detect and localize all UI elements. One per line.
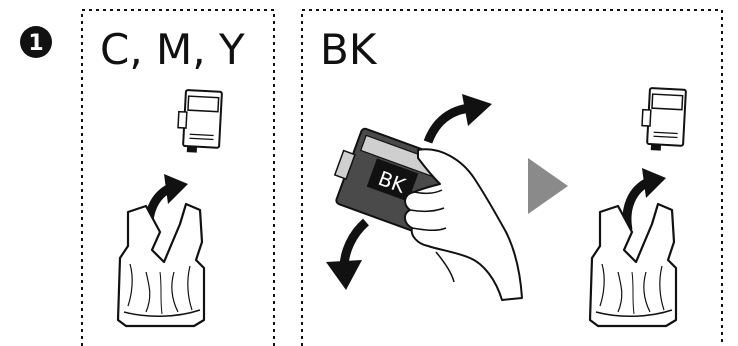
panel-cmy: C, M, Y (82, 10, 274, 346)
step-badge: 1 (20, 26, 52, 58)
panel-bk-label: BK (320, 25, 378, 74)
step-number: 1 (28, 31, 43, 56)
packaging-bag-icon (118, 204, 204, 326)
hand-holding-cartridge: BK (326, 124, 522, 300)
shake-arrow-up-icon (428, 94, 492, 142)
shake-arrow-down-icon (326, 222, 366, 290)
packaging-bag-icon-bk (590, 204, 676, 326)
next-step-arrow-icon (528, 158, 568, 214)
cartridge-icon (177, 90, 222, 154)
panel-bk: BK BK (302, 10, 722, 346)
panel-cmy-label: C, M, Y (100, 25, 245, 74)
cartridge-icon-bk (641, 88, 686, 152)
